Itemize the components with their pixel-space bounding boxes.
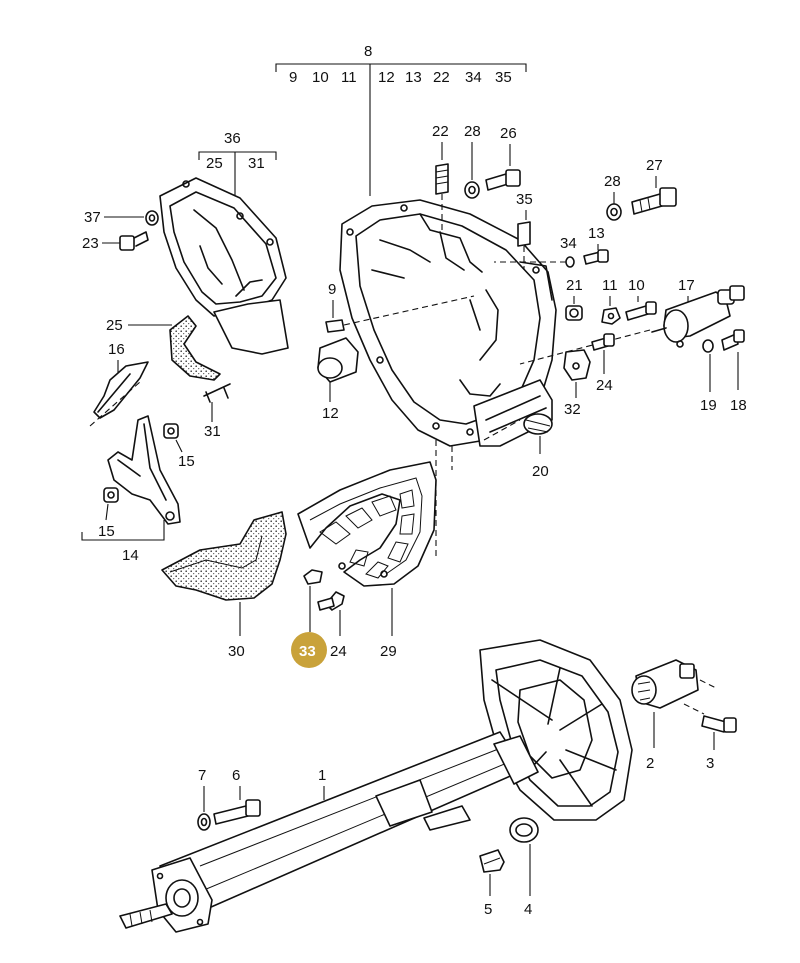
bushing-15-upper: 15 <box>163 423 195 470</box>
insulation-shell-30: 30 <box>161 511 287 660</box>
callout-31: 31 <box>204 423 221 440</box>
callout-9: 9 <box>328 281 336 298</box>
callout-35: 35 <box>516 191 533 208</box>
callout-32: 32 <box>564 401 581 418</box>
callout-18: 18 <box>730 397 747 414</box>
mount-bracket-2: 2 <box>631 659 717 772</box>
slave-cylinder-17: 17 <box>519 277 745 365</box>
callout-13: 13 <box>588 225 605 242</box>
callout-29: 29 <box>380 643 397 660</box>
callout-16: 16 <box>108 341 125 358</box>
callout-22: 22 <box>432 123 449 140</box>
bolt-24-lower: 24 <box>317 591 347 660</box>
plug-33: 33 <box>291 569 327 668</box>
washer-37: 37 <box>84 209 159 226</box>
group-8-member-10: 10 <box>312 69 329 86</box>
bolt-26: 26 <box>485 125 521 191</box>
sleeve-21: 21 <box>565 277 583 321</box>
bolt-24-right: 24 <box>591 333 615 394</box>
ring-19: 19 <box>700 339 717 414</box>
group-8-member-9: 9 <box>289 69 297 86</box>
callout-1: 1 <box>318 767 326 784</box>
callout-25: 25 <box>106 317 123 334</box>
pin-16: 16 <box>89 341 149 427</box>
callout-27: 27 <box>646 157 663 174</box>
callout-14: 14 <box>122 547 139 564</box>
bolt-18: 18 <box>721 329 747 414</box>
callout-36: 36 <box>224 130 241 147</box>
callout-7: 7 <box>198 767 206 784</box>
callout-20: 20 <box>532 463 549 480</box>
callout-19: 19 <box>700 397 717 414</box>
dowel-9: 9 <box>325 281 475 333</box>
callout-28-upper: 28 <box>464 123 481 140</box>
bushing-15-lower: 15 <box>98 487 119 540</box>
callout-37: 37 <box>84 209 101 226</box>
bolt-13: 13 <box>583 225 609 265</box>
group-8-member-13: 13 <box>405 69 422 86</box>
washer-28-right: 28 <box>604 173 622 221</box>
washer-34: 34 <box>494 235 577 268</box>
callout-15-lower: 15 <box>98 523 115 540</box>
washer-28-upper: 28 <box>464 123 481 199</box>
central-tube-assembly <box>119 639 633 933</box>
clip-31: 31 <box>203 383 231 440</box>
callout-8: 8 <box>364 43 372 60</box>
callout-15-upper: 15 <box>178 453 195 470</box>
callout-10: 10 <box>628 277 645 294</box>
callout-4: 4 <box>524 901 532 918</box>
group-36-bracket: 36 25 31 <box>198 130 277 208</box>
callout-24-lower: 24 <box>330 643 347 660</box>
callout-26: 26 <box>500 125 517 142</box>
bracket-32: 32 <box>563 349 591 418</box>
group-8-member-12: 12 <box>378 69 395 86</box>
callout-30: 30 <box>228 643 245 660</box>
bolt-27: 27 <box>631 157 677 215</box>
grommet-20: 20 <box>523 413 553 480</box>
highlight-marker <box>291 632 327 668</box>
callout-24-right: 24 <box>596 377 613 394</box>
callout-28-right: 28 <box>604 173 621 190</box>
bolt-3: 3 <box>683 703 737 772</box>
group-8-member-35: 35 <box>495 69 512 86</box>
release-fork-14: 14 <box>81 415 181 564</box>
washer-7: 7 <box>197 767 211 831</box>
highlight-label-33: 33 <box>299 643 316 660</box>
group-8-member-34: 34 <box>465 69 482 86</box>
callout-11: 11 <box>602 277 618 294</box>
stud-22: 22 <box>432 123 449 230</box>
callout-17: 17 <box>678 277 695 294</box>
bolt-6: 6 <box>213 767 261 825</box>
cover-plate-29: 29 <box>297 440 437 660</box>
callout-6: 6 <box>232 767 240 784</box>
drain-plug-5: 5 <box>479 849 505 918</box>
callout-3: 3 <box>706 755 714 772</box>
callout-12: 12 <box>322 405 339 422</box>
callout-34: 34 <box>560 235 577 252</box>
bolt-23: 23 <box>82 231 149 252</box>
nut-11: 11 <box>601 277 621 325</box>
callout-2: 2 <box>646 755 654 772</box>
group-36-member-31: 31 <box>248 155 265 172</box>
group-36-member-25: 25 <box>206 155 223 172</box>
stud-35: 35 <box>516 191 533 270</box>
group-8-bracket: 8 9 10 11 12 13 22 34 35 <box>275 43 527 196</box>
seal-4: 4 <box>509 817 539 918</box>
guide-tube-12: 12 <box>317 337 359 422</box>
callout-23: 23 <box>82 235 99 252</box>
bolt-10: 10 <box>625 277 657 321</box>
clutch-cover-plate <box>159 177 289 355</box>
insulation-pad-25: 25 <box>106 315 221 381</box>
group-8-member-11: 11 <box>341 69 357 86</box>
group-8-member-22: 22 <box>433 69 450 86</box>
callout-5: 5 <box>484 901 492 918</box>
callout-21: 21 <box>566 277 583 294</box>
